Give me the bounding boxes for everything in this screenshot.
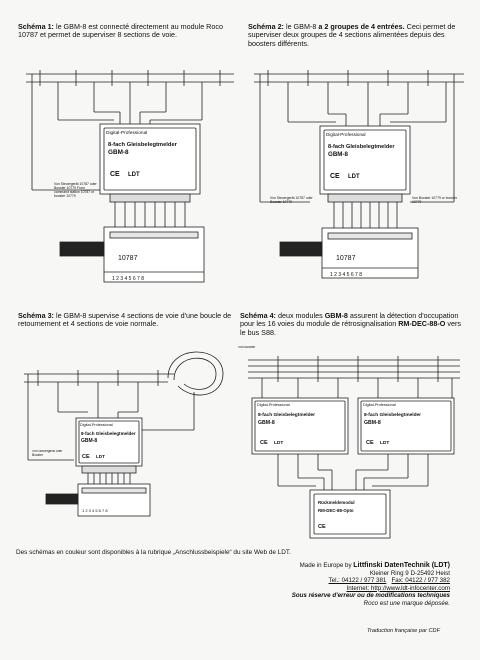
imprint-phone-line: Tel.: 04122 / 977 381 Fax: 04122 / 977 3… <box>240 577 450 585</box>
s4-right-ldt: LDT <box>380 440 389 446</box>
s4-wire-label: Von Booster <box>238 346 256 349</box>
s1-wire-label-fo: Von Steuergerät 10787 oder Booster 10779… <box>54 182 97 198</box>
imprint-internet[interactable]: Internet: http://www.ldt-infocenter.com <box>346 584 450 592</box>
s3-wire-label: Von Steuergerät oder Booster <box>32 450 63 457</box>
schema4-label: Schéma 4: <box>240 311 276 320</box>
imprint-reserve: Sous réserve d'erreur ou de modification… <box>291 592 450 600</box>
schema2-svg: Digital-Professional 8-fach Gleisbelegtm… <box>254 70 464 279</box>
schema2-text-before: le GBM-8 <box>285 22 317 31</box>
schema2-label: Schéma 2: <box>248 22 284 31</box>
schema3-svg: Digital-Professional 8-fach Gleisbelegtm… <box>24 351 224 517</box>
imprint-fax: Fax: 04122 / 977 382 <box>391 577 450 585</box>
s2-wire-label-right: Von Booster 10779 or booster 10779 <box>412 196 458 204</box>
schema4-svg: Digital-Professional 8-fach Gleisbelegtm… <box>238 346 460 539</box>
s1-roco-tag: 10787 <box>118 255 138 262</box>
schema1-diagram: Digital-Professional 8-fach Gleisbelegtm… <box>20 62 240 297</box>
s3-ce-mark: CE <box>82 454 90 460</box>
schema1-text: le GBM-8 est connecté directement au mod… <box>18 22 223 40</box>
schema2-bold: a 2 groupes de 4 entrées. <box>318 22 405 31</box>
s2-module-brand: Digital-Professional <box>326 132 366 137</box>
s4-left-model: GBM-8 <box>258 420 275 426</box>
s4-right-model: GBM-8 <box>364 420 381 426</box>
s3-wire-label-fo: Von Steuergerät oder Booster <box>32 450 63 457</box>
s1-wire-label: Von Steuergerät 10787 oder Booster 10779… <box>54 182 97 198</box>
schema4-bold2: RM-DEC-88-O <box>398 319 446 329</box>
schema4-caption: Schéma 4: deux modules GBM-8 assurent la… <box>240 311 465 337</box>
s2-module-model: GBM-8 <box>328 151 348 158</box>
schema4-bold: GBM-8 <box>324 311 348 320</box>
imprint-block: Made in Europe by Littfinski DatenTechni… <box>240 562 450 608</box>
s4-left-ldt: LDT <box>274 440 283 446</box>
schema2-text-after: Ceci permet de superviser deux groupes d… <box>248 22 456 48</box>
s2-wire-label-left: Von Steuergerät 10787 oder Booster 10779 <box>270 196 313 204</box>
s1-ce-mark: CE <box>110 171 120 178</box>
s1-module-title: 8-fach Gleisbelegtmelder <box>108 142 178 148</box>
schema1-caption: Schéma 1: le GBM-8 est connecté directem… <box>18 22 240 40</box>
schema3-text: le GBM-8 supervise 4 sections de voie d'… <box>18 311 232 329</box>
schema3-label: Schéma 3: <box>18 311 54 320</box>
schema2-diagram: Digital-Professional 8-fach Gleisbelegtm… <box>250 62 468 282</box>
s2-ce-mark: CE <box>330 173 340 180</box>
s3-terminal-numbers: 1 2 3 4 5 6 7 8 <box>82 508 108 513</box>
s1-terminal-numbers: 1 2 3 4 5 6 7 8 <box>112 276 144 282</box>
s3-ldt-logo: LDT <box>96 454 105 459</box>
s1-module-model: GBM-8 <box>108 149 129 156</box>
schema2-caption: Schéma 2: le GBM-8 a 2 groupes de 4 entr… <box>248 22 470 48</box>
imprint-tel: Tel.: 04122 / 977 381 <box>328 577 387 585</box>
s4-left-brand: Digital-Professional <box>257 403 290 407</box>
s2-roco-tag: 10787 <box>336 255 356 262</box>
schema1-label: Schéma 1: <box>18 22 54 31</box>
schema4-text-after: vers le bus S88. <box>240 319 461 337</box>
footer-note: Des schémas en couleur sont disponibles … <box>16 549 291 556</box>
s2-terminal-numbers: 1 2 3 4 5 6 7 8 <box>330 272 362 278</box>
imprint-company: Littfinski DatenTechnik (LDT) <box>353 562 450 569</box>
s2-wire-label-left-fo: Von Steuergerät 10787 oder Booster 10779 <box>270 196 313 204</box>
imprint-roco-mark: Roco est une marque déposée. <box>363 599 450 607</box>
schema1-svg: Digital-Professional 8-fach Gleisbelegtm… <box>26 70 234 283</box>
schema3-diagram: Digital-Professional 8-fach Gleisbelegtm… <box>18 334 233 524</box>
s4-s88-ce: CE <box>318 524 326 530</box>
translation-credit: Traduction française par CDF <box>367 628 440 634</box>
s1-ldt-logo: LDT <box>128 172 140 178</box>
schema4-text-before: deux modules <box>277 311 323 320</box>
s4-s88-title: Rückmeldemodul <box>318 500 355 505</box>
s2-wire-label-right-fo: Von Booster 10779 or booster 10779 <box>412 196 458 204</box>
s1-module-brand: Digital-Professional <box>106 130 147 136</box>
schema4-text-middle: assurent la détection d'occupation pour … <box>240 311 459 329</box>
schema4-diagram: Digital-Professional 8-fach Gleisbelegtm… <box>238 346 466 546</box>
s3-module-title: 8-fach Gleisbelegtmelder <box>81 431 136 436</box>
s2-module-title: 8-fach Gleisbelegtmelder <box>328 144 395 150</box>
schema3-caption: Schéma 3: le GBM-8 supervise 4 sections … <box>18 311 242 329</box>
s4-right-title: 8-fach Gleisbelegtmelder <box>364 412 421 418</box>
imprint-made-in-line: Made in Europe by Littfinski DatenTechni… <box>240 562 450 570</box>
imprint-made-in: Made in Europe by <box>299 562 352 569</box>
s3-module-model: GBM-8 <box>81 438 97 444</box>
s4-right-ce: CE <box>366 440 374 446</box>
s4-wire-label-fo: Von Booster <box>238 346 256 349</box>
s3-module-brand: Digital-Professional <box>80 423 113 427</box>
s4-left-ce: CE <box>260 440 268 446</box>
s2-ldt-logo: LDT <box>348 174 360 180</box>
s4-s88-model: RM-DEC-88-Opto <box>318 508 354 513</box>
s4-right-brand: Digital-Professional <box>363 403 396 407</box>
s4-left-title: 8-fach Gleisbelegtmelder <box>258 412 315 418</box>
imprint-address: Kleiner Ring 9 D-25492 Heist <box>369 569 450 577</box>
